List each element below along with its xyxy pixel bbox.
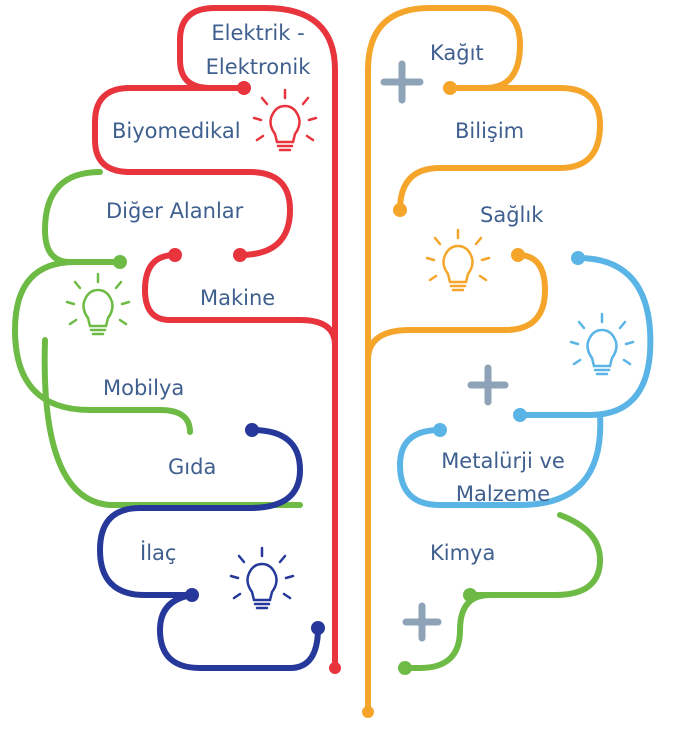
- green-dot-kimya: [463, 588, 477, 602]
- label-makine: Makine: [200, 286, 276, 310]
- plus-icon: [380, 60, 424, 104]
- label-gida: Gıda: [168, 455, 217, 479]
- red-dot-left: [168, 248, 182, 262]
- lightblue-dot-top: [571, 251, 585, 265]
- lightblue-wire: [397, 255, 654, 508]
- lightbulb-icon: [65, 272, 131, 336]
- label-diger-alanlar: Diğer Alanlar: [106, 199, 244, 223]
- blue-dot-end: [311, 621, 325, 635]
- green-dot-end: [398, 661, 412, 675]
- lightbulb-icon: [425, 228, 491, 292]
- label-bilisim: Bilişim: [455, 119, 525, 143]
- red-wire: [92, 5, 338, 671]
- lightbulb-icon: [569, 312, 635, 376]
- orange-dot-kagit: [443, 81, 457, 95]
- label-kagit: Kağıt: [430, 41, 484, 65]
- label-kimya: Kimya: [430, 541, 496, 565]
- label-ilac: İlaç: [140, 541, 177, 565]
- label-mobilya: Mobilya: [103, 376, 185, 400]
- orange-dot-saglik: [511, 248, 525, 262]
- orange-wire: [365, 5, 603, 715]
- red-dot-end: [329, 662, 341, 674]
- label-metalurji-line1: Metalürji ve: [441, 449, 565, 473]
- blue-wire: [97, 427, 321, 671]
- plus-icon: [402, 602, 442, 642]
- green-wire: [12, 169, 303, 508]
- orange-dot-left: [393, 203, 407, 217]
- green-dot: [113, 255, 127, 269]
- lightbulb-icon: [252, 88, 318, 152]
- lightblue-dot-metal: [433, 423, 447, 437]
- label-metalurji-line2: Malzeme: [455, 482, 551, 506]
- green-wire-right: [402, 512, 603, 671]
- red-dot-makine: [233, 248, 247, 262]
- lightbulb-icon: [229, 546, 295, 610]
- plus-icon: [467, 364, 509, 406]
- label-biyomedikal: Biyomedikal: [112, 119, 241, 143]
- blue-dot-ilac: [185, 588, 199, 602]
- blue-dot-top: [245, 423, 259, 437]
- red-dot-top: [237, 81, 251, 95]
- label-elektrik-line1: Elektrik -: [211, 21, 305, 45]
- label-saglik: Sağlık: [480, 203, 544, 227]
- label-elektrik-line2: Elektronik: [205, 55, 311, 79]
- lightblue-dot-left: [513, 408, 527, 422]
- orange-dot-end: [362, 706, 374, 718]
